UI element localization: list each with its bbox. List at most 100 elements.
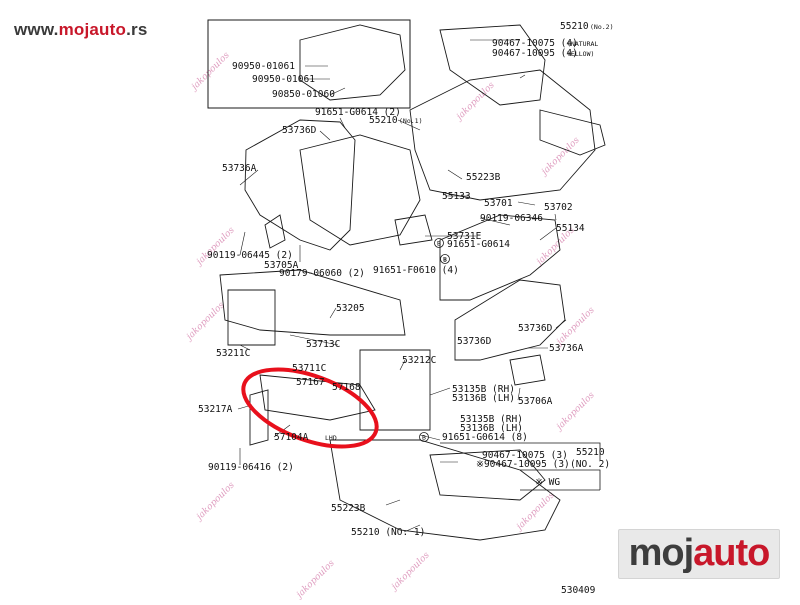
bracket-part [249, 389, 269, 446]
watermark-text: jakopoulos [194, 225, 237, 268]
leader-line [517, 201, 536, 206]
leader-line [429, 387, 451, 396]
part-number-label: (NO. 2) [570, 459, 610, 470]
part-number-label: 53136B (LH) [452, 393, 515, 404]
site-url-prefix: www. [14, 20, 59, 39]
leader-line [397, 119, 421, 131]
part-note-label: ※ WG [535, 477, 560, 488]
logo-text-part1: moj [628, 532, 695, 574]
part-number-label: 55210 [560, 21, 589, 32]
part-number-label: 90119-06416 (2) [208, 462, 294, 473]
part-number-label: 53205 [336, 303, 365, 314]
leader-line [554, 213, 557, 221]
left-inner-apron [299, 134, 421, 246]
callout-b-letter: B [422, 434, 426, 442]
part-note-label: (No.2) [590, 23, 613, 31]
part-number-label: 91651-G0614 (8) [442, 432, 528, 443]
part-number-label: 55210 (NO. 1) [351, 527, 425, 538]
part-number-label: 53736D [282, 125, 317, 136]
part-number-label: 53135B (RH) [452, 384, 515, 395]
part-number-label: 53736A [222, 163, 257, 174]
cowl-side-panel [539, 109, 606, 156]
leader-line [555, 319, 567, 329]
leader-line [517, 387, 521, 401]
part-number-label: 55133 [442, 191, 471, 202]
watermark-text: jakopoulos [194, 480, 237, 523]
part-number-label: 53711C [292, 363, 326, 374]
part-number-label: 53217A [198, 404, 233, 415]
part-number-label: 55210 [369, 115, 398, 126]
right-radiator-support [359, 349, 431, 431]
bracket-part [264, 214, 286, 249]
part-number-label: 90467-10095 (4) [492, 48, 578, 59]
leader-line [239, 169, 259, 186]
leader-line [339, 117, 346, 129]
cowl-top-panel [439, 24, 546, 106]
leader-line [539, 227, 557, 241]
part-number-label: 53135B (RH) [460, 414, 523, 425]
watermark-text: jakopoulos [189, 50, 232, 93]
callout-b-marker [440, 254, 450, 264]
leader-line [329, 307, 337, 319]
part-note-label: YELLOW) [567, 50, 594, 58]
lower-dash-panel [329, 439, 561, 541]
part-number-label: 55223B [466, 172, 501, 183]
watermark-text: jakopoulos [554, 390, 597, 433]
leader-line [385, 499, 401, 506]
part-number-label: 53702 [544, 202, 573, 213]
leader-line [447, 169, 463, 180]
part-number-label: 53736D [518, 323, 553, 334]
part-number-label: 91651-F0610 (4) [373, 265, 459, 276]
radiator-side-support [227, 289, 276, 346]
watermark-text: jakopoulos [294, 558, 337, 600]
part-number-label: 90179-06060 (2) [279, 268, 365, 279]
leader-line [239, 231, 246, 256]
inset-frame [207, 19, 411, 109]
reference-bracket [440, 442, 601, 491]
part-number-label: 53701 [484, 198, 513, 209]
part-number-label: 90850-01060 [272, 89, 335, 100]
left-apron-panel [244, 119, 356, 251]
watermark-text: jakopoulos [514, 490, 557, 533]
part-number-label: 53211C [216, 348, 250, 359]
part-number-label: 53136B (LH) [460, 423, 523, 434]
leader-line [519, 74, 526, 79]
part-number-label: 91651-G0614 (2) [315, 107, 401, 118]
part-number-label: 90467-10075 (3) [482, 450, 568, 461]
leader-line [479, 217, 511, 226]
callout-b-marker [419, 432, 429, 442]
dash-upper-panel [409, 69, 596, 201]
callout-b-letter: B [437, 240, 441, 248]
site-url[interactable]: www.mojauto.rs [14, 20, 147, 40]
leader-line [419, 434, 441, 441]
part-number-label: 53706A [518, 396, 553, 407]
part-note-label: (No.1) [399, 117, 422, 125]
callout-b-letter: B [443, 256, 447, 264]
mojauto-logo: mojauto [618, 529, 780, 579]
part-note-label: (NATURAL [567, 40, 598, 48]
site-url-tld: .rs [126, 20, 148, 39]
bracket-part [509, 354, 546, 386]
leader-line [329, 87, 346, 96]
part-number-label: ※90467-10095 (3) [476, 459, 570, 470]
part-labels: 90950-01061 90950-01061 90850-01060 5521… [198, 21, 613, 596]
part-number-label: 90119-06445 (2) [207, 250, 293, 261]
inset-part [299, 24, 406, 101]
part-number-label: 57168 [332, 382, 361, 393]
leader-line [289, 334, 339, 346]
part-number-label: 55134 [556, 223, 585, 234]
watermark-text: jakopoulos [454, 80, 497, 123]
part-number-label: 53713C [306, 339, 340, 350]
part-number-label: 53731E [447, 231, 482, 242]
part-number-label: 53705A [264, 260, 299, 271]
part-number-label: 90950-01061 [252, 74, 315, 85]
leader-line [399, 359, 406, 371]
site-url-brand: mojauto [58, 20, 127, 39]
part-number-label: 53736D [457, 336, 492, 347]
watermark-text: jakopoulos [389, 550, 432, 593]
upper-radiator-support [219, 269, 406, 336]
part-number-label: 55210 [576, 447, 605, 458]
part-number-label: 53736A [549, 343, 584, 354]
